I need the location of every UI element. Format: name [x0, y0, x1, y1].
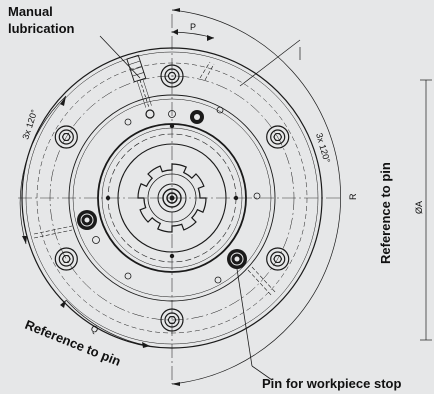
screw-head [54, 125, 78, 149]
dimension-lines [19, 9, 432, 385]
screw-head [160, 308, 184, 332]
dimension-p-label: P [190, 22, 196, 32]
reference-to-pin-right-label: Reference to pin [378, 162, 393, 264]
splined-hub [137, 163, 207, 233]
screw-head [54, 247, 78, 271]
inner-ring-dots [105, 123, 239, 259]
dimension-diameter-a-label: ØA [414, 201, 424, 214]
radial-channels [33, 61, 277, 297]
manual-lubrication-label-line2: lubrication [8, 21, 75, 36]
screw-head [266, 247, 290, 271]
small-holes [92, 106, 261, 284]
screw-head [160, 64, 184, 88]
dimension-arrows [22, 8, 214, 386]
manual-lubrication-label-line1: Manual [8, 4, 53, 19]
dimension-r-label: R [348, 193, 358, 200]
reference-to-pin-bottom-label: Reference to pin [23, 317, 123, 369]
screw-head [266, 125, 290, 149]
dimension-q-label: Q [89, 323, 100, 335]
lubrication-nipple [126, 54, 155, 119]
pin-for-workpiece-stop-label: Pin for workpiece stop [262, 376, 401, 391]
locating-pins [77, 110, 247, 269]
outer-flange [21, 47, 323, 349]
mounting-screws [54, 64, 290, 332]
leader-lines [99, 35, 273, 381]
